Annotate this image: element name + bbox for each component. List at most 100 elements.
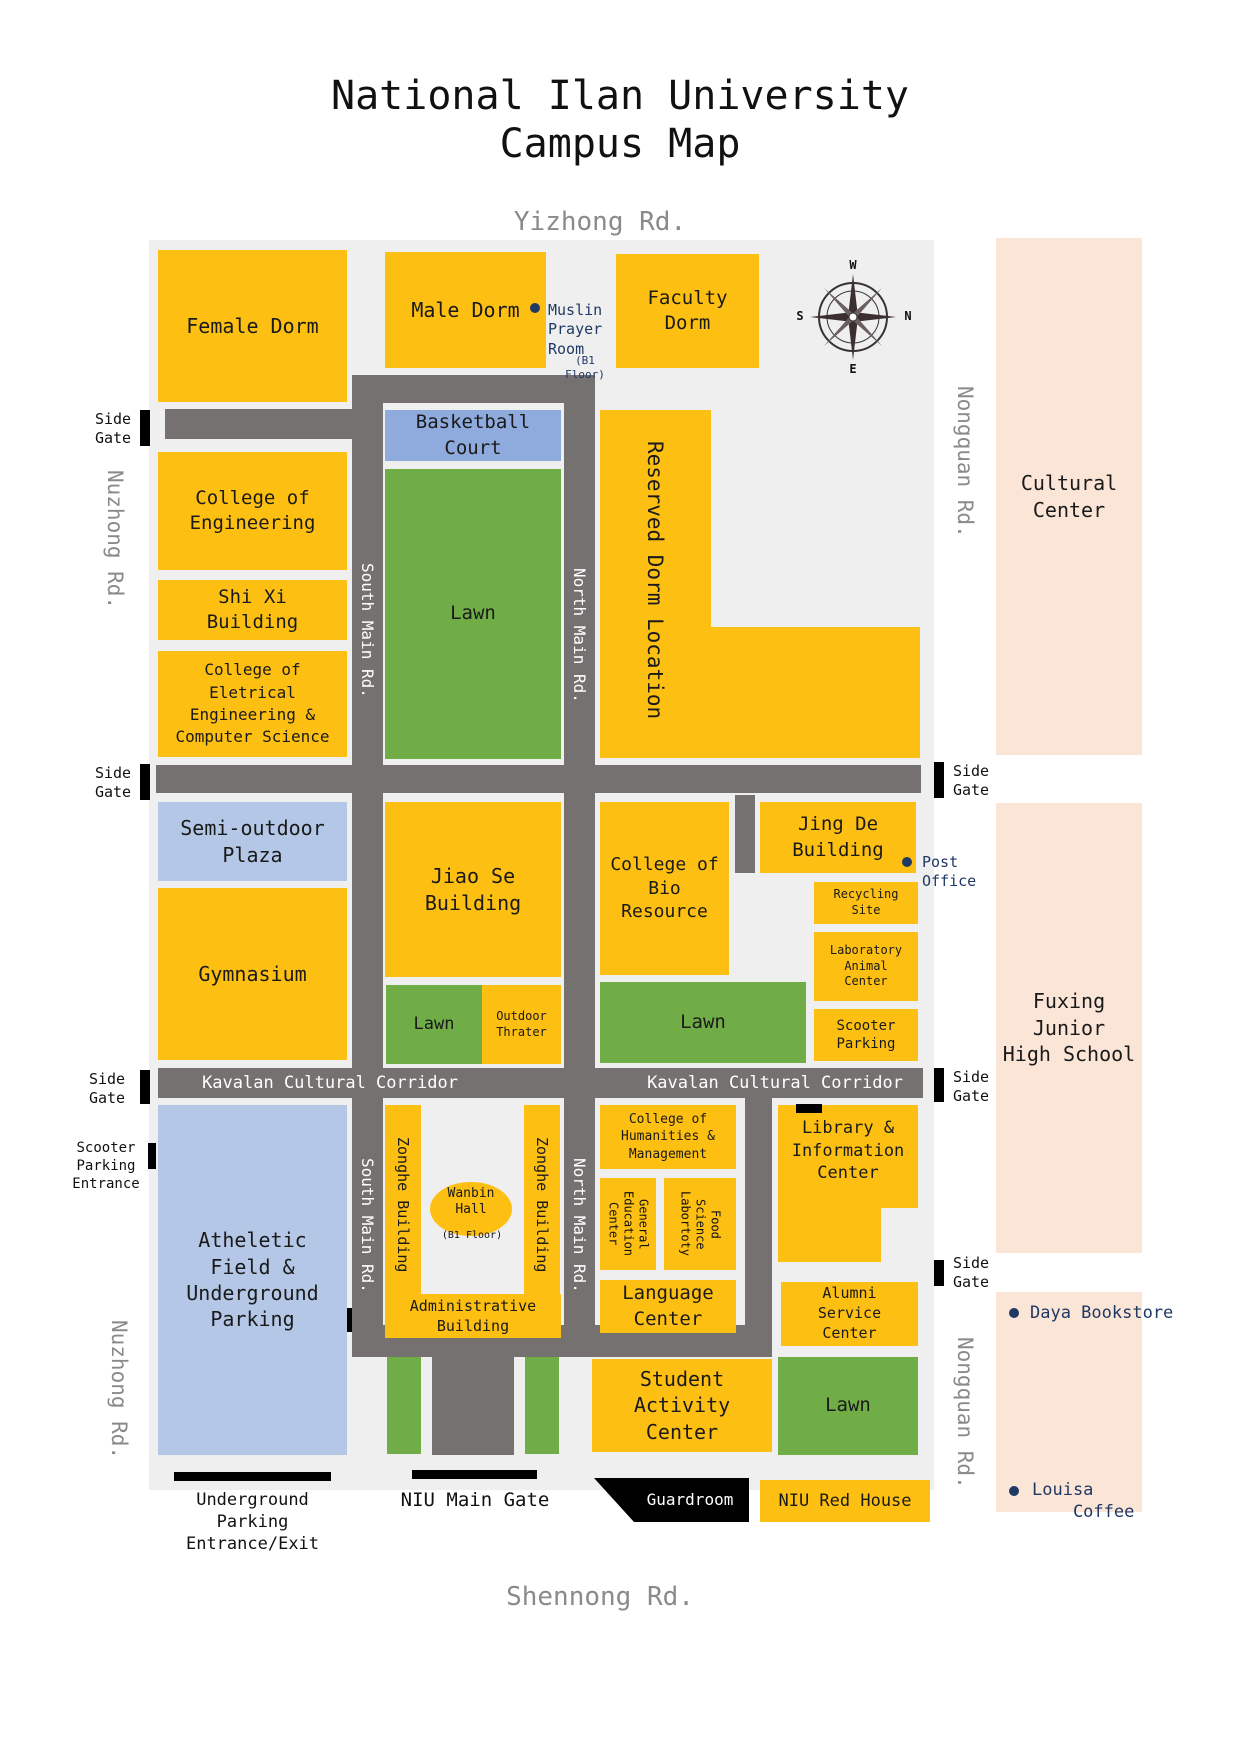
fuxing-junior-high-school: Fuxing Junior High School: [996, 803, 1142, 1253]
athletic-field-side-entrance[interactable]: [347, 1308, 352, 1332]
main-gate-approach-road: [432, 1355, 514, 1455]
library-and-information-center-label: Library & Information Center: [791, 1118, 905, 1184]
post-office-marker: [902, 857, 912, 867]
post-office-label: Post Office: [922, 852, 977, 891]
map-title-line2: Campus Map: [499, 121, 741, 167]
compass-rose-icon: [810, 274, 896, 360]
male-dorm: Male Dorm: [385, 252, 546, 368]
scooter-parking: Scooter Parking: [814, 1009, 918, 1061]
wanbin-hall-floor: (B1 Floor): [441, 1229, 503, 1241]
underground-parking-entrance-label: Underground Parking Entrance/Exit: [185, 1489, 320, 1555]
kavalan-cultural-corridor-road: [158, 1068, 923, 1098]
cultural-center: Cultural Center: [996, 238, 1142, 755]
administrative-building: Administrative Building: [385, 1294, 561, 1338]
daya-bookstore-label: Daya Bookstore: [1030, 1302, 1174, 1323]
side-gate-east-1-label: Side Gate: [952, 761, 990, 800]
road-east-spur: [745, 1098, 772, 1356]
general-education-center-label: General Education Center: [606, 1191, 651, 1257]
library-lower-wing: [778, 1200, 881, 1262]
road-top-segment: [352, 375, 595, 403]
road-jingde-spur: [735, 795, 755, 873]
north-main-road: [564, 375, 595, 1355]
faculty-dorm: Faculty Dorm: [616, 254, 759, 368]
nuzhong-road-label-lower: Nuzhong Rd.: [107, 1320, 131, 1460]
north-main-road-label-upper: North Main Rd.: [570, 567, 589, 703]
compass-w-label: W: [849, 258, 857, 273]
reserved-dorm-location-label: Reserved Dorm Location: [643, 440, 667, 720]
compass-e-label: E: [849, 362, 857, 377]
side-gate-west-3[interactable]: [140, 1070, 150, 1104]
lawn-strip-west: [387, 1357, 421, 1454]
scooter-parking-entrance-gate[interactable]: [148, 1143, 156, 1169]
road-mid-crossing: [156, 765, 921, 793]
guardroom-shape: [594, 1478, 749, 1522]
jing-de-building: Jing De Building: [760, 802, 916, 873]
side-gate-east-2[interactable]: [934, 1068, 944, 1102]
map-title-line1: National Ilan University: [331, 73, 909, 119]
zonghe-building-west: [385, 1105, 421, 1305]
niu-main-gate-bar[interactable]: [412, 1470, 537, 1479]
offcampus-shops-zone: [996, 1292, 1142, 1512]
side-gate-west-1-label: Side Gate: [94, 409, 132, 448]
side-gate-west-1[interactable]: [140, 410, 150, 446]
athletic-field-and-underground-parking: Atheletic Field & Underground Parking: [158, 1105, 347, 1455]
compass-n-label: N: [904, 309, 912, 324]
language-center: Language Center: [600, 1280, 736, 1333]
lawn-southeast: Lawn: [778, 1357, 918, 1455]
college-of-humanities-and-management: College of Humanities & Management: [600, 1105, 736, 1169]
north-main-road-label-lower: North Main Rd.: [570, 1157, 589, 1293]
nuzhong-road-label-upper: Nuzhong Rd.: [103, 470, 127, 610]
compass-s-label: S: [796, 309, 804, 324]
gymnasium: Gymnasium: [158, 888, 347, 1060]
food-science-laboratory: [664, 1178, 736, 1270]
library-and-information-center: [778, 1105, 918, 1208]
niu-red-house: NIU Red House: [760, 1480, 930, 1522]
muslim-prayer-room-label: Muslin Prayer Room: [548, 300, 603, 358]
semi-outdoor-plaza: Semi-outdoor Plaza: [158, 802, 347, 881]
side-gate-west-2[interactable]: [140, 764, 150, 800]
college-of-eecs: College of Eletrical Engineering & Compu…: [158, 651, 347, 757]
shi-xi-building: Shi Xi Building: [158, 580, 347, 640]
scooter-parking-entrance-label: Scooter Parking Entrance: [72, 1139, 140, 1193]
yizhong-road-label: Yizhong Rd.: [513, 207, 687, 238]
side-gate-east-3-label: Side Gate: [952, 1253, 990, 1292]
kavalan-corridor-label-east: Kavalan Cultural Corridor: [647, 1072, 903, 1093]
road-upper-west-branch: [165, 409, 355, 439]
recycling-site: Recycling Site: [814, 882, 918, 924]
guardroom-label: Guardroom: [646, 1489, 734, 1509]
zonghe-building-east-label: Zonghe Building: [533, 1137, 551, 1273]
nongquan-road-label-lower: Nongquan Rd.: [953, 1337, 977, 1489]
college-of-bio-resource: College of Bio Resource: [600, 802, 729, 975]
general-education-center: [600, 1178, 656, 1270]
shennong-road-label: Shennong Rd.: [506, 1582, 694, 1613]
food-science-laboratory-label: Food Science Labortoty: [678, 1191, 723, 1257]
library-entrance[interactable]: [796, 1104, 822, 1113]
lawn-upper: Lawn: [385, 469, 561, 759]
side-gate-east-1[interactable]: [934, 762, 944, 798]
south-main-road-label-upper: South Main Rd.: [358, 562, 377, 698]
wanbin-hall: Wanbin Hall: [430, 1182, 512, 1236]
underground-parking-entrance-bar[interactable]: [174, 1472, 331, 1481]
muslim-prayer-room-floor: (B1 Floor): [565, 353, 605, 381]
lawn-strip-east: [525, 1357, 559, 1454]
laboratory-animal-center: Laboratory Animal Center: [814, 932, 918, 1001]
louisa-coffee-marker: [1009, 1486, 1019, 1496]
side-gate-east-2-label: Side Gate: [952, 1067, 990, 1106]
kavalan-corridor-label-west: Kavalan Cultural Corridor: [202, 1072, 458, 1093]
muslim-prayer-room-marker: [530, 303, 540, 313]
side-gate-west-3-label: Side Gate: [88, 1069, 126, 1108]
student-activity-center: Student Activity Center: [592, 1359, 772, 1452]
reserved-dorm-location-horizontal: [600, 627, 920, 758]
basketball-court: Basketball Court: [385, 410, 561, 461]
outdoor-theater: Outdoor Thrater: [482, 985, 561, 1064]
daya-bookstore-marker: [1009, 1308, 1019, 1318]
jiao-se-building: Jiao Se Building: [385, 802, 561, 977]
niu-main-gate-label: NIU Main Gate: [400, 1488, 550, 1511]
south-main-road-label-lower: South Main Rd.: [358, 1157, 377, 1293]
side-gate-east-3[interactable]: [934, 1260, 944, 1286]
lawn-mid-east: Lawn: [600, 982, 806, 1063]
side-gate-west-2-label: Side Gate: [94, 763, 132, 802]
zonghe-building-west-label: Zonghe Building: [394, 1137, 412, 1273]
nongquan-road-label-upper: Nongquan Rd.: [953, 386, 977, 538]
lawn-small-west: Lawn: [386, 985, 482, 1064]
